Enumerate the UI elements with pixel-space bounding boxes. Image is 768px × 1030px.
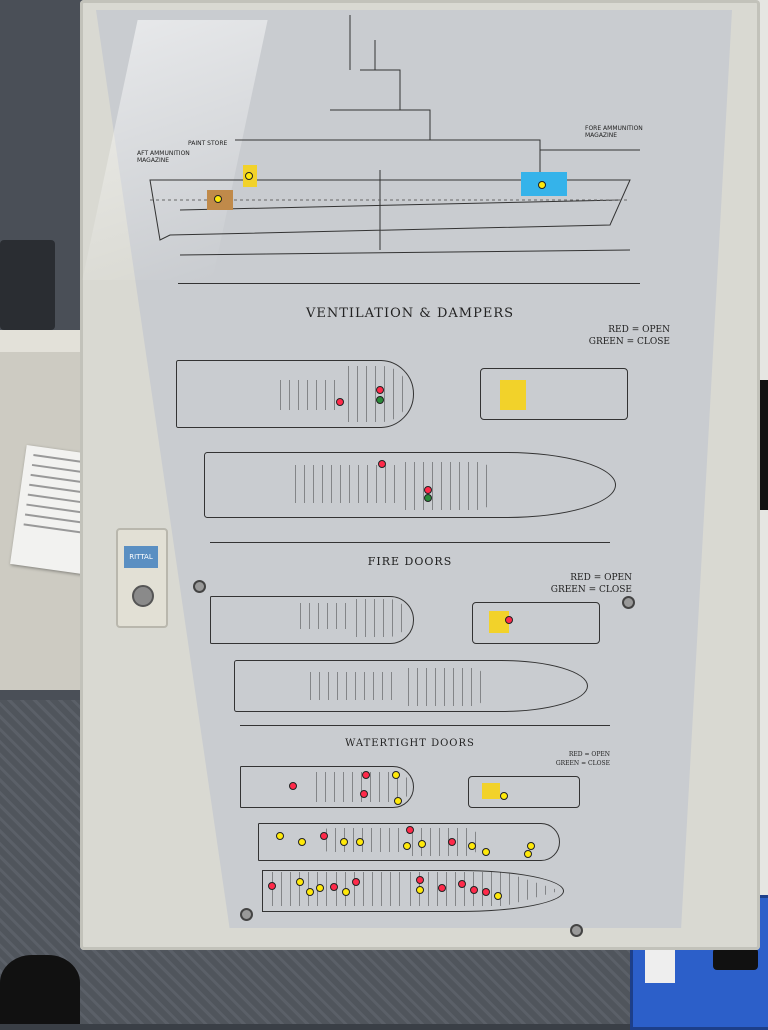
legend-red: RED = OPEN bbox=[570, 573, 632, 583]
paint-store-label: PAINT STORE bbox=[188, 140, 228, 147]
fire-door-zone bbox=[348, 599, 408, 637]
led-indicator-icon bbox=[298, 838, 306, 846]
legend-fire-doors: RED = OPEN GREEN = CLOSE bbox=[532, 572, 632, 596]
led-indicator-icon bbox=[214, 195, 222, 203]
led-indicator-icon bbox=[330, 883, 338, 891]
lock-knob-icon[interactable] bbox=[132, 585, 154, 607]
led-indicator-icon bbox=[500, 792, 508, 800]
led-indicator-icon bbox=[448, 838, 456, 846]
deck-plan-icon bbox=[480, 368, 628, 420]
deck-plan-icon bbox=[468, 776, 580, 808]
legend-green: GREEN = CLOSE bbox=[550, 585, 632, 595]
led-indicator-icon bbox=[468, 842, 476, 850]
led-indicator-icon bbox=[296, 878, 304, 886]
fire-door-zone bbox=[302, 672, 400, 700]
led-indicator-icon bbox=[306, 888, 314, 896]
watertight-zone bbox=[482, 783, 500, 799]
led-indicator-icon bbox=[394, 797, 402, 805]
led-indicator-icon bbox=[424, 494, 432, 502]
led-indicator-icon bbox=[424, 486, 432, 494]
fore-magazine-label: FORE AMMUNITION MAGAZINE bbox=[585, 125, 643, 139]
door-handle[interactable]: RITTAL bbox=[116, 528, 168, 628]
screw-icon bbox=[240, 908, 253, 921]
led-indicator-icon bbox=[356, 838, 364, 846]
aft-magazine-label: AFT AMMUNITION MAGAZINE bbox=[137, 150, 190, 164]
section-title-watertight-doors: WATERTIGHT DOORS bbox=[345, 738, 475, 749]
led-indicator-icon bbox=[538, 181, 546, 189]
vent-zone bbox=[287, 465, 397, 503]
deck-plan-icon bbox=[176, 360, 414, 428]
section-title-fire-doors: FIRE DOORS bbox=[367, 555, 453, 568]
led-indicator-icon bbox=[276, 832, 284, 840]
screw-icon bbox=[193, 580, 206, 593]
deck-plan-icon bbox=[240, 766, 414, 808]
deck-plan-icon bbox=[472, 602, 600, 644]
led-indicator-icon bbox=[470, 886, 478, 894]
legend-watertight-doors: RED = OPEN GREEN = CLOSE bbox=[500, 750, 610, 768]
led-indicator-icon bbox=[418, 840, 426, 848]
vent-zone bbox=[272, 380, 340, 410]
legend-green: GREEN = CLOSE bbox=[555, 760, 610, 767]
led-indicator-icon bbox=[458, 880, 466, 888]
led-indicator-icon bbox=[378, 460, 386, 468]
led-indicator-icon bbox=[416, 886, 424, 894]
led-indicator-icon bbox=[406, 826, 414, 834]
fire-door-zone bbox=[400, 668, 486, 706]
divider bbox=[210, 542, 610, 543]
led-indicator-icon bbox=[340, 838, 348, 846]
led-indicator-icon bbox=[403, 842, 411, 850]
deck-plan-icon bbox=[258, 823, 560, 861]
divider bbox=[240, 725, 610, 726]
legend-red: RED = OPEN bbox=[608, 325, 670, 335]
led-indicator-icon bbox=[352, 878, 360, 886]
led-indicator-icon bbox=[320, 832, 328, 840]
fire-door-zone bbox=[292, 603, 348, 629]
deck-plan-icon bbox=[210, 596, 414, 644]
shoe bbox=[0, 955, 80, 1024]
led-indicator-icon bbox=[494, 892, 502, 900]
screw-icon bbox=[622, 596, 635, 609]
handle-badge: RITTAL bbox=[124, 546, 158, 568]
led-indicator-icon bbox=[482, 848, 490, 856]
legend-ventilation: RED = OPEN GREEN = CLOSE bbox=[560, 324, 670, 348]
led-indicator-icon bbox=[362, 771, 370, 779]
led-indicator-icon bbox=[376, 396, 384, 404]
legend-red: RED = OPEN bbox=[568, 751, 610, 758]
ship-profile-icon bbox=[149, 15, 640, 256]
deck-plan-icon bbox=[262, 870, 564, 912]
led-indicator-icon bbox=[268, 882, 276, 890]
led-indicator-icon bbox=[316, 884, 324, 892]
led-indicator-icon bbox=[505, 616, 513, 624]
watertight-zone bbox=[404, 828, 480, 856]
led-indicator-icon bbox=[245, 172, 253, 180]
fire-door-zone bbox=[489, 611, 509, 633]
led-indicator-icon bbox=[342, 888, 350, 896]
monitor bbox=[0, 240, 55, 330]
vent-zone bbox=[397, 462, 495, 510]
deck-plan-icon bbox=[204, 452, 616, 518]
led-indicator-icon bbox=[336, 398, 344, 406]
led-indicator-icon bbox=[524, 850, 532, 858]
led-indicator-icon bbox=[416, 876, 424, 884]
led-indicator-icon bbox=[527, 842, 535, 850]
vent-zone bbox=[500, 380, 526, 410]
led-indicator-icon bbox=[360, 790, 368, 798]
deck-plan-icon bbox=[234, 660, 588, 712]
divider bbox=[178, 283, 640, 284]
led-indicator-icon bbox=[438, 884, 446, 892]
led-indicator-icon bbox=[392, 771, 400, 779]
screw-icon bbox=[570, 924, 583, 937]
led-indicator-icon bbox=[289, 782, 297, 790]
led-indicator-icon bbox=[376, 386, 384, 394]
led-indicator-icon bbox=[482, 888, 490, 896]
legend-green: GREEN = CLOSE bbox=[588, 337, 670, 347]
section-title-ventilation: VENTILATION & DAMPERS bbox=[305, 306, 515, 321]
watertight-zone bbox=[328, 872, 402, 906]
vent-zone bbox=[340, 366, 408, 422]
